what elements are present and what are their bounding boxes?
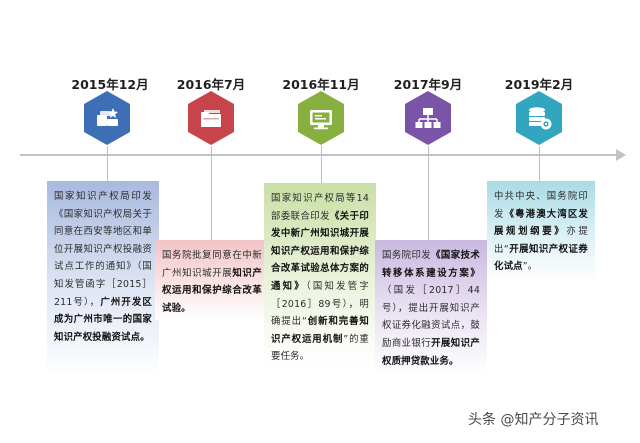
description-text: 国务院印发 bbox=[382, 250, 432, 261]
connector-line bbox=[428, 146, 429, 240]
description-text: 广州开发区成为广州市唯一的国家知识产权投融资试点。 bbox=[54, 296, 152, 343]
database-gear-icon bbox=[529, 107, 552, 130]
description-text: 创新和完善知识产权运用机制 bbox=[271, 316, 369, 345]
folder-icon bbox=[201, 110, 221, 127]
milestone-node bbox=[82, 90, 132, 146]
description-text: 国家知识产权局等14部委联合印发 bbox=[271, 193, 369, 222]
milestone-description: 国务院批复同意在中新广州知识城开展知识产权运用和保护综合改革试验。 bbox=[155, 240, 269, 320]
milestone-node bbox=[296, 90, 346, 146]
timeline-arrow bbox=[616, 149, 626, 161]
description-text: 开展知识产权证券化试点 bbox=[494, 243, 588, 273]
description-text: 开展知识产权质押贷款业务。 bbox=[382, 337, 480, 367]
date-label-2017-09: 2017年9月 bbox=[393, 77, 463, 92]
description-text: 国务院批复同意在中新广州知识城开展 bbox=[162, 250, 262, 279]
description-text: ”的重要任务。 bbox=[271, 333, 369, 363]
description-text: （国知发管字［2016］89号），明确提出“ bbox=[271, 280, 369, 328]
milestone-node bbox=[403, 90, 453, 146]
date-label-2016-07: 2016年7月 bbox=[176, 77, 246, 92]
monitor-icon bbox=[310, 110, 332, 130]
description-text: 《粤港澳大湾区发展规划纲要》 bbox=[494, 208, 588, 238]
milestone-description: 国家知识产权局印发《国家知识产权局关于同意在西安等地区和单位开展知识产权投融资试… bbox=[47, 181, 159, 377]
milestone-description: 中共中央、国务院印发《粤港澳大湾区发展规划纲要》亦提出“开展知识产权证券化试点”… bbox=[487, 181, 595, 281]
description-text: 中共中央、国务院印发 bbox=[494, 191, 588, 220]
milestone-description: 国务院印发《国家技术转移体系建设方案》 （国发［2017］44号），提出开展知识产… bbox=[375, 240, 487, 376]
date-label-2015-12: 2015年12月 bbox=[71, 77, 149, 92]
connector-line bbox=[321, 146, 322, 183]
connector-line bbox=[539, 146, 540, 181]
description-text: 《国家技术转移体系建设方案》 bbox=[382, 250, 480, 279]
description-text: 知识产权运用和保护综合改革试验。 bbox=[162, 267, 262, 314]
description-text: ”。 bbox=[522, 261, 538, 273]
description-text: 国家知识产权局印发《国家知识产权局关于同意在西安等地区和单位开展知识产权投融资试… bbox=[54, 191, 152, 308]
connector-line bbox=[107, 146, 108, 181]
milestone-node bbox=[514, 90, 564, 146]
description-text: 《关于印发中新广州知识城开展知识产权运用和保护综合改革试验总体方案的通知》 bbox=[271, 210, 369, 292]
documents-icon bbox=[97, 108, 118, 126]
description-text: （国发［2017］44号），提出开展知识产权证券化融资试点，鼓励商业银行 bbox=[382, 285, 480, 349]
date-label-2019-02: 2019年2月 bbox=[504, 77, 574, 92]
connector-line bbox=[211, 146, 212, 240]
milestone-description: 国家知识产权局等14部委联合印发《关于印发中新广州知识城开展知识产权运用和保护综… bbox=[264, 183, 376, 365]
date-label-2016-11: 2016年11月 bbox=[282, 77, 360, 92]
watermark-text: 头条 @知产分子资讯 bbox=[468, 412, 599, 428]
org-chart-icon bbox=[415, 108, 441, 128]
milestone-node bbox=[186, 90, 236, 146]
timeline-axis bbox=[20, 154, 618, 156]
description-text: 亦提出“ bbox=[494, 226, 588, 255]
